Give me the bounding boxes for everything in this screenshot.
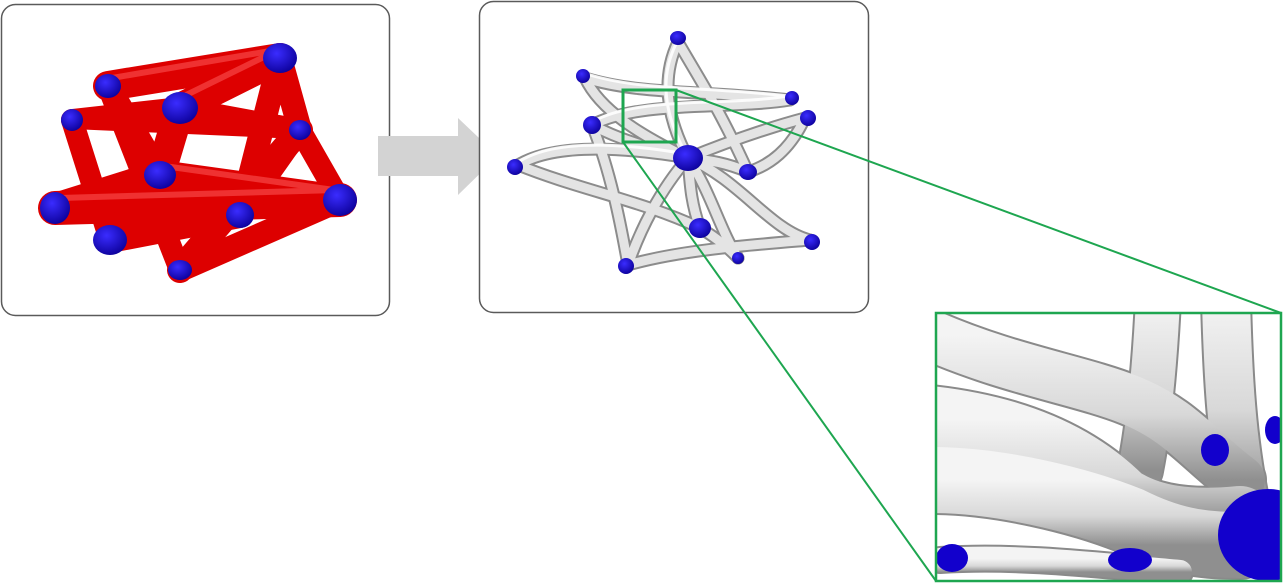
zoom-highlight-box bbox=[621, 88, 678, 144]
zoom-inset-frame bbox=[934, 311, 1283, 583]
tube-edges bbox=[513, 37, 815, 270]
red-rod-highlights bbox=[57, 47, 339, 201]
node bbox=[61, 109, 83, 131]
inset-nodes bbox=[936, 416, 1281, 581]
node bbox=[800, 110, 816, 126]
node bbox=[323, 184, 357, 216]
node bbox=[576, 69, 590, 83]
node bbox=[804, 234, 820, 250]
node bbox=[1108, 548, 1152, 572]
zoom-connector-lines bbox=[622, 89, 1282, 582]
inset-tubes bbox=[936, 313, 1274, 581]
node bbox=[40, 192, 70, 224]
node bbox=[1201, 434, 1229, 466]
output-nodes bbox=[507, 31, 820, 274]
node bbox=[507, 159, 523, 175]
output-structure-panel bbox=[478, 0, 870, 314]
tube-highlights bbox=[518, 42, 790, 163]
node bbox=[289, 120, 311, 140]
transform-arrow bbox=[378, 118, 498, 195]
node bbox=[162, 92, 198, 124]
node bbox=[673, 145, 703, 171]
node bbox=[689, 218, 711, 238]
zoom-inset-panel bbox=[934, 311, 1283, 583]
node bbox=[168, 260, 192, 280]
node bbox=[226, 202, 254, 228]
node bbox=[263, 43, 297, 73]
node bbox=[1265, 416, 1281, 444]
node bbox=[618, 258, 634, 274]
node bbox=[93, 225, 127, 255]
node bbox=[785, 91, 799, 105]
node bbox=[936, 544, 968, 572]
input-nodes bbox=[40, 43, 357, 280]
node bbox=[732, 252, 744, 264]
input-structure-panel bbox=[0, 3, 391, 317]
node bbox=[670, 31, 686, 45]
node bbox=[1218, 489, 1281, 581]
node bbox=[583, 116, 601, 134]
node bbox=[739, 164, 757, 180]
node bbox=[95, 74, 121, 98]
node bbox=[144, 161, 176, 189]
